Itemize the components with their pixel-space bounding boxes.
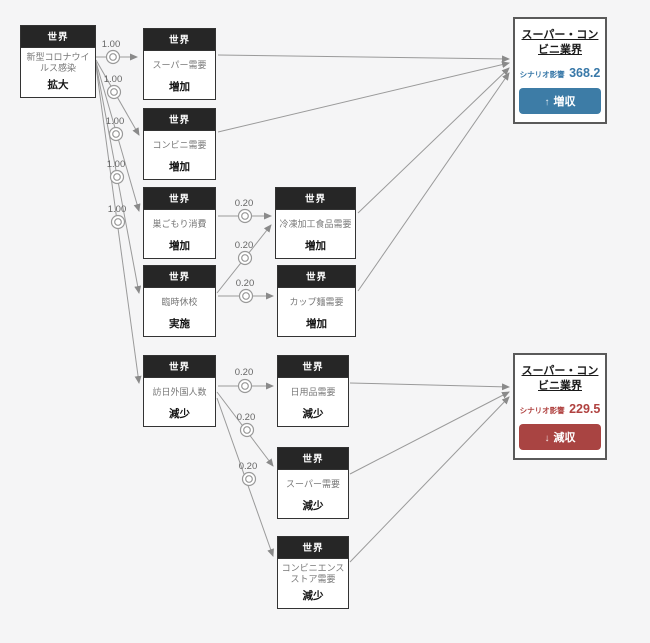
node-label: 冷凍加工食品需要 [279, 219, 352, 230]
node-scope-label: 世界 [144, 109, 215, 131]
edge-weight-label: 1.00 [104, 74, 123, 85]
node-scope-label: 世界 [21, 26, 95, 48]
node-scope-label: 世界 [144, 356, 215, 378]
node-scope-label: 世界 [144, 188, 215, 210]
edge-line [217, 61, 510, 133]
edge-line [349, 396, 510, 563]
node-direction: 減少 [302, 589, 324, 602]
node-label: 臨時休校 [161, 297, 198, 308]
node-label: 巣ごもり消費 [152, 219, 207, 230]
scenario-impact: シナリオ影響 229.5 [519, 400, 601, 418]
node-direction: 減少 [302, 408, 324, 420]
edge-junction-icon[interactable] [238, 288, 254, 304]
node-frozen-food-demand-up[interactable]: 世界 冷凍加工食品需要 増加 [275, 187, 356, 259]
scenario-impact-label: シナリオ影響 [519, 69, 565, 79]
node-scope-label: 世界 [144, 29, 215, 51]
up-arrow-icon: ↑ [544, 96, 550, 108]
node-super-demand-up[interactable]: 世界 スーパー需要 増加 [143, 28, 216, 100]
edge-weight-label: 1.00 [106, 116, 125, 127]
node-label: コンビニ需要 [152, 140, 207, 151]
scenario-impact-value: 368.2 [569, 65, 601, 80]
revenue-direction-label: 増収 [553, 95, 576, 108]
node-direction: 減少 [169, 408, 190, 420]
node-cup-noodle-demand-up[interactable]: 世界 カップ麺需要 増加 [277, 265, 356, 337]
node-scope-label: 世界 [144, 266, 215, 288]
node-convenience-demand-up[interactable]: 世界 コンビニ需要 増加 [143, 108, 216, 180]
edge-line [357, 72, 510, 292]
node-direction: 減少 [302, 500, 324, 512]
revenue-increase-button[interactable]: ↑増収 [519, 87, 601, 114]
edge-line [349, 382, 510, 391]
edge-junction-icon[interactable] [237, 250, 253, 266]
node-super-demand-down[interactable]: 世界 スーパー需要 減少 [277, 447, 349, 519]
edge-line [217, 54, 510, 63]
edge-line [357, 67, 510, 214]
node-direction: 増加 [169, 240, 190, 252]
node-label: 訪日外国人数 [152, 387, 207, 398]
edge-junction-icon[interactable] [109, 169, 125, 185]
node-label: スーパー需要 [286, 479, 340, 490]
edge-weight-label: 0.20 [239, 461, 258, 472]
node-nesting-consumption-up[interactable]: 世界 巣ごもり消費 増加 [143, 187, 216, 259]
edge-junction-icon[interactable] [110, 214, 126, 230]
edge-weight-label: 1.00 [102, 39, 121, 50]
node-inbound-visitors-down[interactable]: 世界 訪日外国人数 減少 [143, 355, 216, 427]
edge-weight-label: 1.00 [107, 159, 126, 170]
edge-junction-icon[interactable] [237, 208, 253, 224]
scenario-impact-label: シナリオ影響 [519, 405, 565, 415]
node-direction: 増加 [306, 318, 327, 330]
result-industry-title: スーパー・コンビニ業界 [521, 365, 599, 392]
result-card-revenue-decrease[interactable]: スーパー・コンビニ業界 シナリオ影響 229.5 ↓減収 [513, 353, 607, 460]
node-direction: 増加 [169, 161, 190, 173]
node-direction: 増加 [305, 240, 326, 252]
edge-weight-label: 1.00 [108, 204, 127, 215]
node-daily-goods-demand-down[interactable]: 世界 日用品需要 減少 [277, 355, 349, 427]
edge-line [349, 391, 510, 475]
edge-weight-label: 0.20 [235, 198, 254, 209]
edge-weight-label: 0.20 [236, 278, 255, 289]
node-cvs-demand-down[interactable]: 世界 コンビニエンスストア需要 減少 [277, 536, 349, 609]
edge-junction-icon[interactable] [105, 49, 121, 65]
edge-junction-icon[interactable] [108, 126, 124, 142]
edge-weight-label: 0.20 [235, 240, 254, 251]
node-direction: 増加 [169, 81, 190, 93]
edge-weight-label: 0.20 [235, 367, 254, 378]
node-scope-label: 世界 [278, 537, 348, 559]
node-label: コンビニエンスストア需要 [281, 563, 345, 585]
edge-junction-icon[interactable] [106, 84, 122, 100]
node-direction: 拡大 [47, 78, 69, 91]
node-label: スーパー需要 [152, 60, 207, 71]
node-scope-label: 世界 [278, 266, 355, 288]
node-label: 新型コロナウイルス感染 [26, 52, 90, 74]
node-scope-label: 世界 [278, 448, 348, 470]
node-direction: 実施 [169, 318, 190, 330]
revenue-decrease-button[interactable]: ↓減収 [519, 423, 601, 450]
node-covid-expansion[interactable]: 世界 新型コロナウイルス感染 拡大 [20, 25, 96, 98]
edge-junction-icon[interactable] [239, 422, 255, 438]
scenario-impact-value: 229.5 [569, 401, 601, 416]
edge-weight-label: 0.20 [237, 412, 256, 423]
node-label: 日用品需要 [290, 387, 336, 398]
down-arrow-icon: ↓ [544, 432, 550, 444]
edge-junction-icon[interactable] [241, 471, 257, 487]
result-industry-title: スーパー・コンビニ業界 [521, 29, 599, 56]
revenue-direction-label: 減収 [553, 431, 576, 444]
edge-junction-icon[interactable] [237, 378, 253, 394]
scenario-impact: シナリオ影響 368.2 [519, 64, 601, 82]
node-label: カップ麺需要 [289, 297, 344, 308]
node-scope-label: 世界 [278, 356, 348, 378]
node-scope-label: 世界 [276, 188, 355, 210]
result-card-revenue-increase[interactable]: スーパー・コンビニ業界 シナリオ影響 368.2 ↑増収 [513, 17, 607, 124]
node-school-closure[interactable]: 世界 臨時休校 実施 [143, 265, 216, 337]
